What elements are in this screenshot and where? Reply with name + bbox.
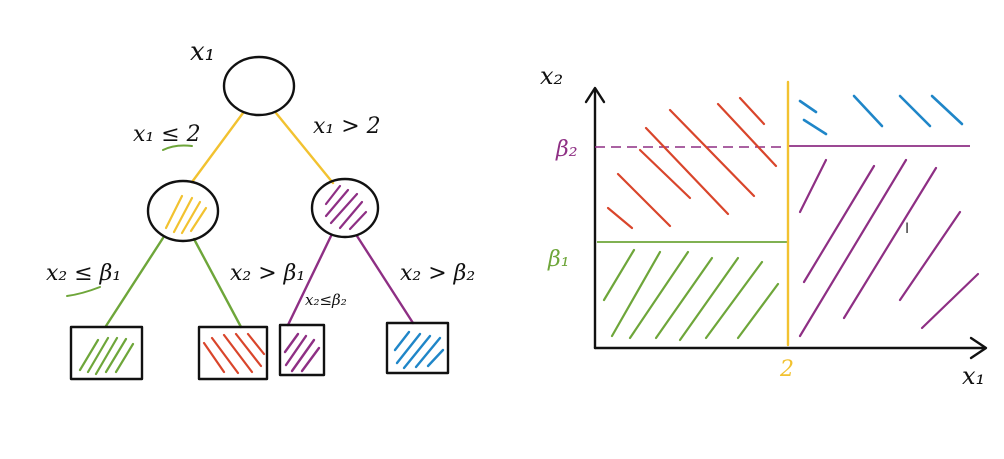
edge-left-right <box>192 237 243 329</box>
root-label: x₁ <box>190 37 215 67</box>
region-green <box>602 248 780 342</box>
left-edge-underline <box>162 144 193 151</box>
leaf-purple <box>278 323 326 377</box>
edge-root-left <box>190 111 245 184</box>
leaf-blue <box>385 321 450 375</box>
right-child-node <box>310 177 380 239</box>
edge-root-right <box>274 111 335 185</box>
text-cursor-icon: I <box>905 221 909 237</box>
split-tick-label: 2 <box>779 357 794 382</box>
y-axis-arrow <box>584 86 606 104</box>
x-axis-arrow <box>969 336 988 360</box>
edge-right-right <box>355 234 415 325</box>
leaf-green <box>69 325 144 381</box>
beta2-label: β₂ <box>555 137 578 162</box>
edge-left-left <box>104 236 165 328</box>
x-axis-label: x₁ <box>962 362 985 390</box>
left-child-node <box>146 179 220 243</box>
y-axis-label: x₂ <box>540 62 563 90</box>
region-purple <box>798 158 980 338</box>
right-right-label: x₂ > β₂ <box>400 261 475 286</box>
left-edge-label: x₁ ≤ 2 <box>133 122 201 147</box>
left-left-label: x₂ ≤ β₁ <box>46 261 121 286</box>
left-right-label: x₂ > β₁ <box>230 261 305 286</box>
root-node <box>222 55 296 117</box>
left-left-underline <box>66 286 101 297</box>
right-left-label: x₂≤β₂ <box>305 291 347 309</box>
region-blue <box>798 94 964 136</box>
region-red <box>606 96 778 230</box>
right-edge-label: x₁ > 2 <box>313 114 381 139</box>
edge-right-left <box>286 234 333 327</box>
beta1-label: β₁ <box>547 247 570 272</box>
leaf-red <box>197 325 269 381</box>
